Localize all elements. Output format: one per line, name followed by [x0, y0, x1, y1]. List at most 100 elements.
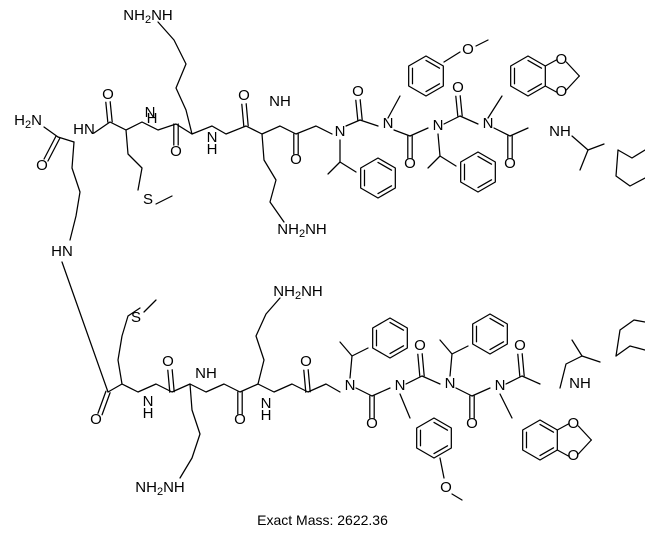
bottom-phenyl-2: [472, 313, 508, 355]
bottom-pep-carbonyl-2: [417, 353, 421, 377]
bottom-methoxyphenyl-ring: [416, 417, 452, 459]
bottom-phenethyl-2: [439, 339, 453, 377]
bond: [499, 393, 513, 419]
bottom-methoxy-methyl: [451, 493, 463, 501]
bottom-dioxole-bond: [577, 425, 592, 441]
top-methoxyphenyl-ring: [408, 55, 444, 97]
bond: [471, 387, 491, 397]
bottom-phenyl-1-inner-bond: [389, 321, 405, 331]
top-phenyl-1: [360, 157, 396, 199]
top-peptoid-n3: N: [433, 117, 444, 134]
top-dioxole-oxygen: O: [555, 51, 567, 68]
top-phenyl-2-inner-bond: [477, 155, 493, 165]
top-oxygen-2: O: [170, 143, 182, 160]
lysine-linker-chain: [69, 141, 81, 241]
bottom-terminal-chain: [559, 355, 601, 389]
bond: [339, 161, 357, 173]
top-lys-up-chain: [157, 21, 193, 135]
bottom-met-methyl: [143, 299, 157, 313]
bond: [439, 155, 457, 167]
bottom-oxygen-1: O: [90, 411, 102, 428]
top-nh-h: H: [147, 110, 158, 127]
top-dioxole-bond: [544, 85, 557, 93]
bottom-lys-down-chain: [179, 383, 201, 479]
bottom-carbonyl-4: [307, 369, 311, 393]
top-pep-carbonyl-3: [459, 95, 463, 117]
bottom-lys-up-chain: [255, 297, 281, 385]
bond: [409, 127, 429, 137]
top-lys-up-nh2: NH2NH: [123, 7, 172, 26]
bottom-terminal-phenyl-partial: [615, 345, 645, 357]
bond: [405, 375, 423, 385]
amide-oxygen: O: [36, 157, 48, 174]
top-pep-o1: O: [352, 83, 364, 100]
top-nh-1: N: [145, 104, 156, 121]
bottom-nh-3-h: H: [261, 407, 272, 424]
top-pep-carbonyl-1: [359, 99, 363, 121]
bottom-nh-2: NH: [195, 365, 217, 382]
top-phenyl-2: [460, 151, 496, 193]
exact-mass-caption: Exact Mass: 2622.36: [257, 512, 388, 528]
bottom-benzodioxole-ring: [522, 419, 558, 461]
bond: [439, 457, 445, 479]
top-methoxy-methyl: [475, 39, 489, 47]
bottom-nh-3: N: [261, 395, 272, 412]
bond: [487, 95, 503, 119]
bond: [579, 149, 589, 171]
bottom-peptoid-n2: N: [395, 377, 406, 394]
bond: [443, 115, 461, 125]
crosslink-bond: [61, 261, 109, 393]
top-benzodioxole-ring-inner-bond: [527, 83, 543, 93]
bond: [443, 51, 461, 63]
bottom-phenyl-1: [372, 317, 408, 359]
top-pep-carbonyl-1: [355, 99, 359, 121]
top-sulfur: S: [143, 191, 153, 208]
bottom-benzodioxole-ring-inner-bond: [539, 447, 555, 457]
bottom-oxygen-3: O: [234, 411, 246, 428]
bond: [393, 129, 411, 137]
bottom-methoxyphenyl-ring-inner-bond: [433, 445, 449, 455]
top-phenethyl-2: [427, 133, 441, 169]
top-methoxyphenyl-ring-inner-bond: [425, 83, 441, 93]
top-peptoid-n2: N: [383, 115, 394, 132]
top-nh-3: NH: [269, 93, 291, 110]
bottom-phenyl-1-inner-bond: [389, 345, 405, 355]
top-methoxyphenyl-ring-inner-bond: [425, 59, 441, 69]
top-dioxole-bond: [544, 59, 557, 67]
bottom-peptoid-nh: NH: [569, 375, 591, 392]
top-methoxy-o: O: [462, 41, 474, 58]
bottom-pep-carbonyl-4: [521, 353, 525, 377]
top-backbone: [93, 121, 333, 135]
bottom-benzodioxole-ring-inner-bond: [539, 423, 555, 433]
top-pep-o3: O: [452, 79, 464, 96]
bond: [345, 119, 361, 127]
backbone-bond: [57, 136, 75, 143]
amide-bond: [43, 126, 59, 138]
amide-carbonyl: [47, 137, 61, 162]
top-lys-down-chain: [261, 133, 285, 223]
bottom-terminal-phenyl-partial: [615, 319, 645, 357]
top-dioxole-oxygen: O: [555, 83, 567, 100]
bottom-lys-up-nh2: NH2NH: [273, 283, 322, 302]
top-terminal-chain: [571, 135, 605, 151]
bottom-carbonyl-1: [97, 390, 107, 414]
bottom-pep-o1: O: [366, 415, 378, 432]
bottom-dioxole-bond: [556, 449, 569, 457]
top-peptoid-n4: N: [483, 115, 494, 132]
bond: [451, 345, 469, 355]
top-oxygen-3: O: [238, 87, 250, 104]
bottom-sulfur: S: [131, 309, 141, 326]
bond: [459, 115, 479, 125]
top-peptoid-nh: NH: [549, 123, 571, 140]
bond: [371, 387, 391, 397]
bottom-pep-carbonyl-4: [517, 353, 521, 377]
top-benzodioxole-ring-inner-bond: [527, 59, 543, 69]
top-carbonyl-3: [241, 103, 245, 127]
bottom-pep-o3: O: [466, 415, 478, 432]
top-oxygen-1: O: [102, 86, 114, 103]
bottom-methoxyphenyl-ring-inner-bond: [433, 421, 449, 431]
top-dioxole-bond: [565, 75, 580, 91]
bottom-carbonyl-2: [167, 369, 171, 393]
